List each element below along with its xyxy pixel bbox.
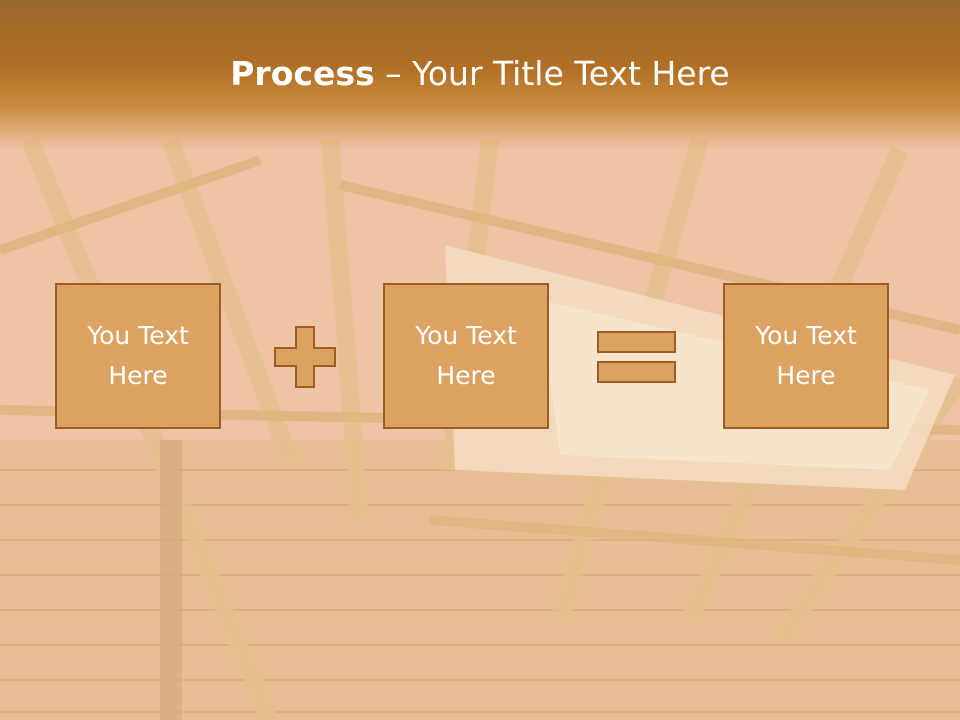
process-box-3-text: You Text Here	[755, 321, 857, 390]
slide-title: Process – Your Title Text Here	[0, 52, 960, 96]
plus-icon	[274, 326, 336, 388]
process-box-3: You Text Here	[723, 283, 889, 429]
process-box-1: You Text Here	[55, 283, 221, 429]
equals-icon	[597, 331, 676, 383]
title-bar	[0, 0, 960, 150]
process-box-1-text: You Text Here	[87, 321, 189, 390]
process-box-2: You Text Here	[383, 283, 549, 429]
process-box-2-text: You Text Here	[415, 321, 517, 390]
title-rest: – Your Title Text Here	[374, 54, 730, 93]
title-bold: Process	[230, 54, 375, 93]
